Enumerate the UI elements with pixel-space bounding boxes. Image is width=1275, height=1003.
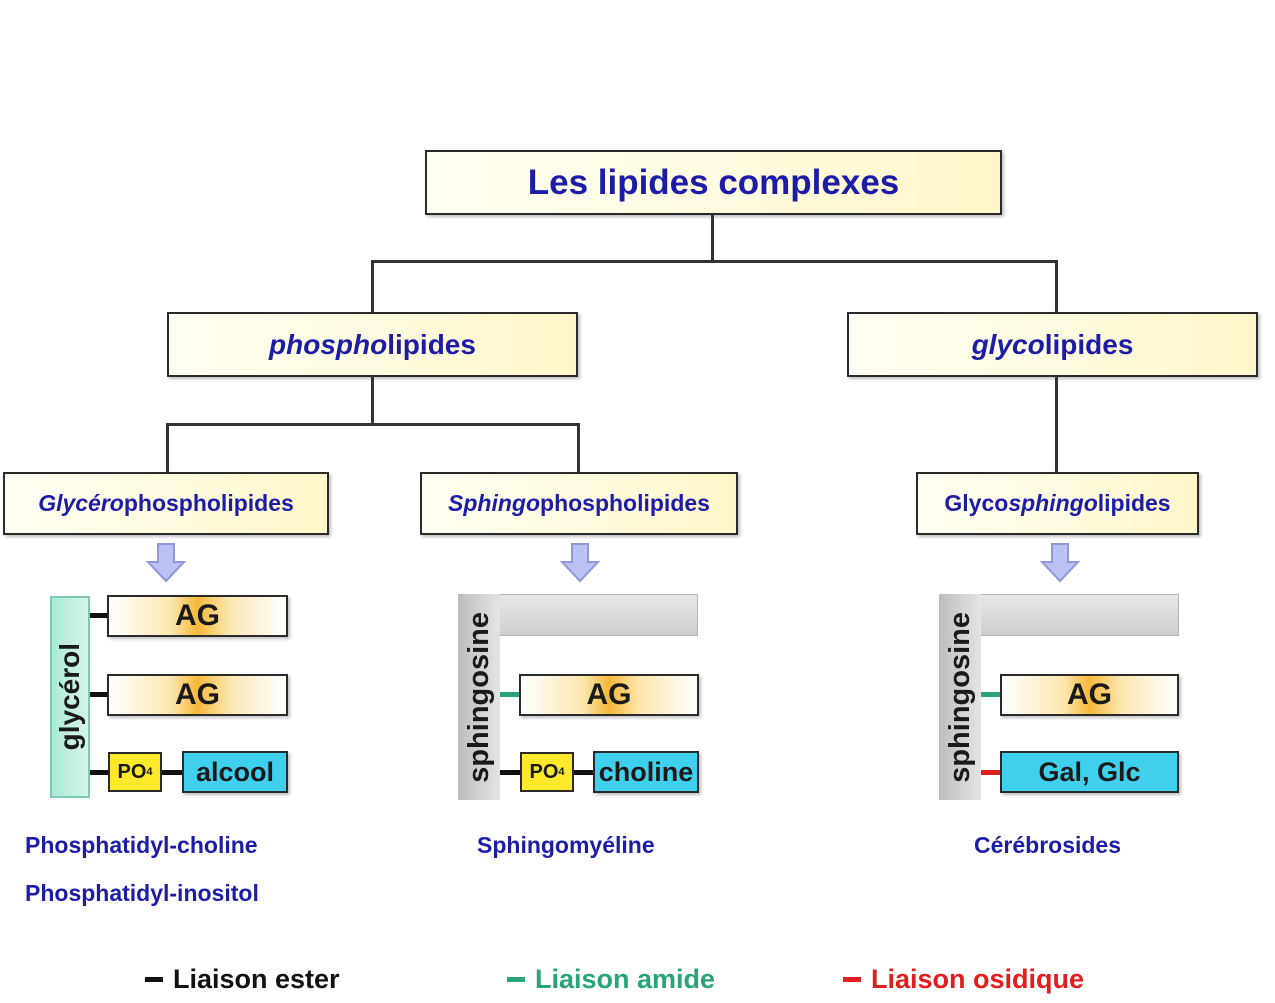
phosphate-subscript: 4 bbox=[146, 766, 153, 778]
amide-bond bbox=[500, 692, 520, 697]
connector bbox=[371, 260, 374, 313]
fatty-acid-label: AG bbox=[175, 678, 220, 711]
sugar-label: Gal, Glc bbox=[1038, 756, 1141, 787]
legend-label: Liaison amide bbox=[535, 964, 716, 994]
sphingosine-backbone: sphingosine bbox=[458, 594, 500, 800]
choline-label: choline bbox=[598, 756, 694, 787]
ester-bond bbox=[90, 692, 108, 697]
example-text: Phosphatidyl-inositol bbox=[25, 880, 259, 906]
legend-label: Liaison ester bbox=[173, 964, 340, 994]
sphingophospholipides-prefix: Sphingo bbox=[448, 490, 541, 516]
alcohol-label: alcool bbox=[195, 756, 275, 787]
sphingosine-label: sphingosine bbox=[943, 611, 976, 783]
glycerophospholipides-prefix: Glycéro bbox=[38, 490, 124, 516]
legend-label: Liaison osidique bbox=[871, 964, 1085, 994]
phospholipides-suffix: lipides bbox=[387, 328, 476, 360]
ester-bond bbox=[162, 770, 183, 775]
example-text: Cérébrosides bbox=[974, 832, 1122, 858]
sphingophospholipides-suffix: phospholipides bbox=[540, 490, 710, 516]
glycolipides-suffix: lipides bbox=[1044, 328, 1134, 360]
fatty-acid-label: AG bbox=[175, 599, 220, 632]
phospholipides-prefix: phospho bbox=[269, 328, 388, 360]
connector bbox=[371, 376, 374, 424]
example-label: Phosphatidyl-inositol bbox=[25, 880, 259, 907]
glycolipides-prefix: glyco bbox=[971, 328, 1045, 360]
connector bbox=[371, 260, 1058, 263]
connector bbox=[1055, 260, 1058, 313]
ester-bond bbox=[574, 770, 594, 775]
example-text: Sphingomyéline bbox=[477, 832, 655, 858]
connector bbox=[166, 423, 580, 426]
phosphate-label: PO bbox=[117, 760, 147, 783]
ester-bond bbox=[90, 613, 108, 618]
example-label: Phosphatidyl-choline bbox=[25, 832, 258, 859]
glycosphingolipides-suffix: lipides bbox=[1097, 490, 1171, 516]
connector bbox=[577, 423, 580, 473]
glycerophospholipides-suffix: phospholipides bbox=[123, 490, 294, 516]
connector bbox=[1055, 376, 1058, 473]
legend-osidique: Liaison osidique bbox=[843, 964, 1084, 995]
title-text: Les lipides complexes bbox=[527, 162, 900, 202]
title-box: Les lipides complexes bbox=[425, 150, 1002, 215]
glycosphingolipides-prefix: Glyco bbox=[944, 490, 1009, 516]
sphingosine-label: sphingosine bbox=[462, 611, 495, 783]
example-label: Cérébrosides bbox=[974, 832, 1121, 859]
legend-swatch bbox=[145, 977, 163, 982]
fatty-acid-chain: AG bbox=[1000, 674, 1179, 716]
glycosphingolipides-mid: sphingo bbox=[1008, 490, 1098, 516]
fatty-acid-label: AG bbox=[1067, 678, 1112, 711]
fatty-acid-chain: AG bbox=[519, 674, 699, 716]
phosphate-subscript: 4 bbox=[558, 766, 565, 778]
connector bbox=[711, 214, 714, 262]
example-label: Sphingomyéline bbox=[477, 832, 655, 859]
choline-group: choline bbox=[593, 751, 699, 793]
legend-swatch bbox=[507, 977, 525, 982]
example-text: Phosphatidyl-choline bbox=[25, 832, 258, 858]
ester-bond bbox=[500, 770, 521, 775]
sugar-group: Gal, Glc bbox=[1000, 751, 1179, 793]
osidic-bond bbox=[981, 770, 1001, 775]
amide-bond bbox=[981, 692, 1001, 697]
glycerol-backbone: glycérol bbox=[50, 596, 90, 798]
down-arrow-icon bbox=[559, 543, 601, 583]
ester-bond bbox=[90, 770, 109, 775]
phosphate-label: PO bbox=[529, 760, 559, 783]
fatty-acid-chain: AG bbox=[107, 595, 288, 637]
legend-ester: Liaison ester bbox=[145, 964, 340, 995]
down-arrow-icon bbox=[1039, 543, 1081, 583]
fatty-acid-label: AG bbox=[586, 678, 632, 711]
legend-swatch bbox=[843, 977, 861, 982]
connector bbox=[166, 423, 169, 473]
legend-amide: Liaison amide bbox=[507, 964, 715, 995]
glycerol-label: glycérol bbox=[54, 643, 85, 751]
sphingosine-backbone: sphingosine bbox=[939, 594, 981, 800]
fatty-acid-chain: AG bbox=[107, 674, 288, 716]
down-arrow-icon bbox=[145, 543, 187, 583]
alcohol-group: alcool bbox=[182, 751, 288, 793]
